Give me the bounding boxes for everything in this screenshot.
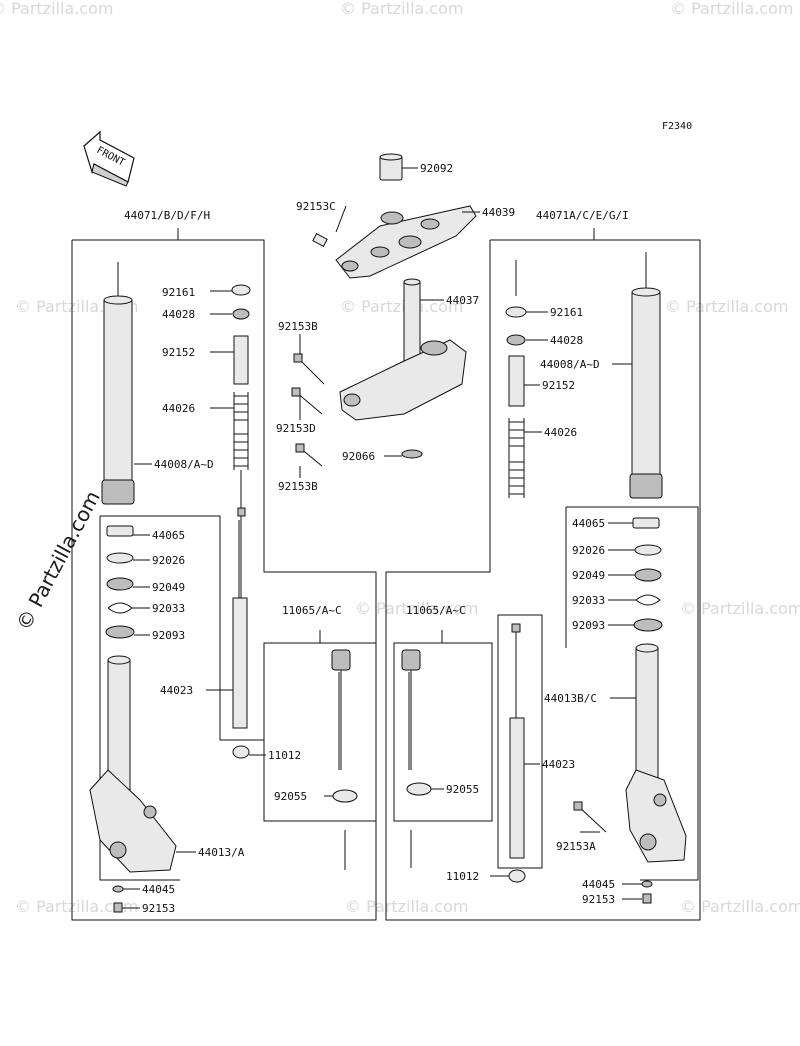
part-label[interactable]: 44013B/C bbox=[544, 692, 597, 705]
part-label[interactable]: 11065/A~C bbox=[282, 604, 342, 617]
part-label[interactable]: 92153D bbox=[276, 422, 316, 435]
part-label[interactable]: 44008/A~D bbox=[154, 458, 214, 471]
watermark: © Partzilla.com bbox=[340, 297, 463, 316]
part-label[interactable]: 92066 bbox=[342, 450, 375, 463]
clamp-bolts bbox=[291, 353, 325, 467]
watermark: © Partzilla.com bbox=[670, 0, 793, 18]
part-label[interactable]: 92153B bbox=[278, 320, 318, 333]
part-label[interactable]: 92153B bbox=[278, 480, 318, 493]
cartridge-left bbox=[331, 649, 358, 870]
part-label[interactable]: 92093 bbox=[152, 629, 185, 642]
part-label[interactable]: 44028 bbox=[550, 334, 583, 347]
part-label[interactable]: 92153 bbox=[582, 893, 615, 906]
part-label[interactable]: 44023 bbox=[160, 684, 193, 697]
right-outer-tube bbox=[629, 252, 663, 499]
watermark: © Partzilla.com bbox=[345, 897, 468, 916]
part-label[interactable]: 92161 bbox=[162, 286, 195, 299]
part-label[interactable]: 44008/A~D bbox=[540, 358, 600, 371]
part-label[interactable]: 92093 bbox=[572, 619, 605, 632]
part-labels: 44071/B/D/F/H 44071A/C/E/G/I 92092 92153… bbox=[124, 162, 629, 915]
part-label[interactable]: 44045 bbox=[582, 878, 615, 891]
part-label[interactable]: 92049 bbox=[572, 569, 605, 582]
part-label[interactable]: 11012 bbox=[446, 870, 479, 883]
part-label[interactable]: 92049 bbox=[152, 581, 185, 594]
upper-triple-clamp bbox=[312, 153, 477, 279]
part-label[interactable]: 11065/A~C bbox=[406, 604, 466, 617]
part-label[interactable]: 92033 bbox=[152, 602, 185, 615]
right-inner-tube-axle bbox=[573, 643, 687, 863]
part-label[interactable]: 44023 bbox=[542, 758, 575, 771]
part-label[interactable]: 44045 bbox=[142, 883, 175, 896]
watermark: © Partzilla.com bbox=[680, 599, 800, 618]
left-outer-tube bbox=[101, 262, 135, 505]
part-label[interactable]: 44013/A bbox=[198, 846, 245, 859]
part-label[interactable]: 92026 bbox=[152, 554, 185, 567]
part-label[interactable]: 92033 bbox=[572, 594, 605, 607]
watermark: © Partzilla.com bbox=[0, 0, 113, 18]
part-label[interactable]: 44039 bbox=[482, 206, 515, 219]
left-seals bbox=[105, 525, 135, 639]
left-spring bbox=[233, 392, 249, 470]
right-spring bbox=[508, 418, 525, 498]
watermark: © Partzilla.com bbox=[680, 897, 800, 916]
part-label[interactable]: 44071/B/D/F/H bbox=[124, 209, 210, 222]
part-label[interactable]: 44026 bbox=[544, 426, 577, 439]
watermark: © Partzilla.com bbox=[665, 297, 788, 316]
watermark: © Partzilla.com bbox=[340, 0, 463, 18]
part-label[interactable]: 92152 bbox=[162, 346, 195, 359]
part-label[interactable]: 44028 bbox=[162, 308, 195, 321]
part-label[interactable]: 11012 bbox=[268, 749, 301, 762]
figure-code: F2340 bbox=[662, 121, 692, 132]
right-spring-stack bbox=[505, 260, 527, 498]
part-label[interactable]: 92026 bbox=[572, 544, 605, 557]
right-bottom-bolt bbox=[641, 880, 653, 904]
leader-lines bbox=[122, 167, 642, 909]
cartridge-right bbox=[401, 649, 432, 868]
right-seals bbox=[632, 517, 663, 632]
part-label[interactable]: 44071A/C/E/G/I bbox=[536, 209, 629, 222]
part-label[interactable]: 44037 bbox=[446, 294, 479, 307]
part-label[interactable]: 92153 bbox=[142, 902, 175, 915]
steering-stem bbox=[339, 278, 467, 459]
right-damper-rod bbox=[508, 623, 526, 883]
part-label[interactable]: 92153A bbox=[556, 840, 596, 853]
part-label[interactable]: 44065 bbox=[572, 517, 605, 530]
watermark: © Partzilla.com bbox=[15, 897, 138, 916]
left-inner-tube-axle bbox=[89, 655, 177, 873]
part-label[interactable]: 44026 bbox=[162, 402, 195, 415]
left-spring-stack bbox=[231, 284, 251, 510]
part-label[interactable]: 92092 bbox=[420, 162, 453, 175]
watermark-main: © Partzilla.com bbox=[11, 487, 105, 635]
part-label[interactable]: 92055 bbox=[446, 783, 479, 796]
part-label[interactable]: 44065 bbox=[152, 529, 185, 542]
left-damper-rod bbox=[232, 507, 250, 759]
front-arrow-icon: FRONT bbox=[83, 130, 135, 187]
group-frames bbox=[71, 228, 701, 921]
part-label[interactable]: 92153C bbox=[296, 200, 336, 213]
part-label[interactable]: 92152 bbox=[542, 379, 575, 392]
part-label[interactable]: 92055 bbox=[274, 790, 307, 803]
part-label[interactable]: 92161 bbox=[550, 306, 583, 319]
